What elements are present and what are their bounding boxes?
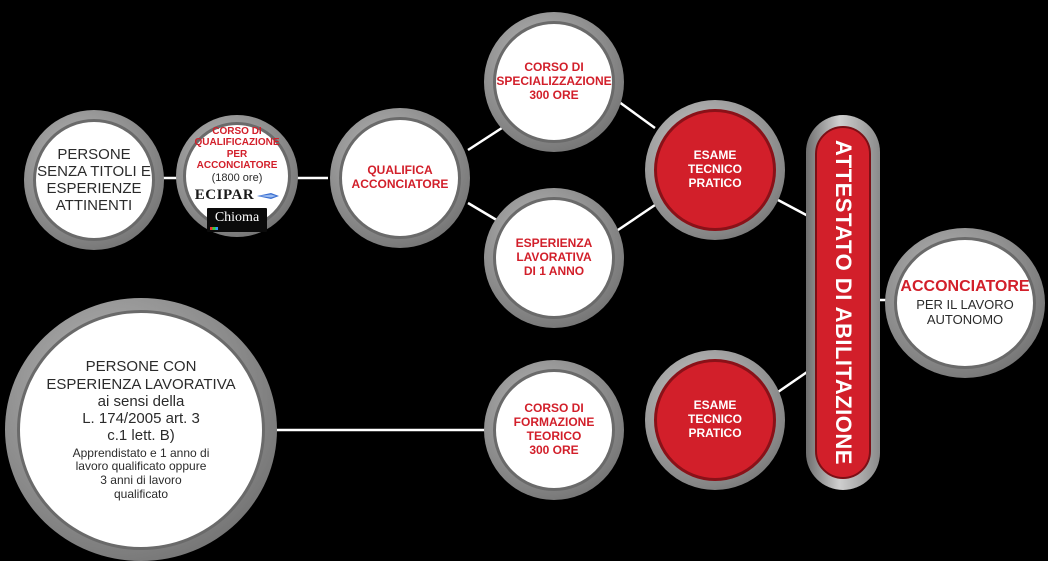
node-text: L. 174/2005 art. 3 [82,410,200,428]
chioma-logo: Chioma [206,208,268,233]
node-qualifica-acconciatore: QUALIFICA ACCONCIATORE [330,108,470,248]
node-text: TEORICO [526,429,582,443]
node-text: ESPERIENZE [46,180,142,197]
node-text: TECNICO [688,162,742,177]
connector [614,97,656,130]
node-esame-tecnico-pratico-2: ESAME TECNICO PRATICO [645,350,785,490]
node-small-text: qualificato [113,486,169,501]
node-text: QUALIFICA [367,163,433,178]
node-text: PERSONE [57,145,131,163]
node-corso-formazione: CORSO DI FORMAZIONE TEORICO 300 ORE [484,360,624,500]
attestato-label: ATTESTATO DI ABILITAZIONE [831,140,856,465]
node-title: ACCONCIATORE [900,277,1030,295]
node-text: ESPERIENZA LAVORATIVA [46,375,236,393]
node-text: ACCONCIATORE [351,177,449,191]
node-text: PER IL LAVORO [916,297,1014,313]
node-text: CORSO DI [212,125,262,137]
node-text: ESAME [693,148,737,163]
connector [777,368,811,394]
node-text: CORSO DI [524,60,584,75]
chioma-color-dots-icon [209,227,218,231]
node-small-text: 3 anni di lavoro [100,473,182,488]
node-text: DI 1 ANNO [523,263,585,278]
node-text: PRATICO [688,175,742,190]
node-text: ESPERIENZA [515,236,593,251]
node-corso-qualificazione: CORSO DI QUALIFICAZIONE PER ACCONCIATORE… [176,115,298,237]
node-text: ai sensi della [97,392,185,410]
connector [777,198,811,219]
ecipar-logo: ECIPAR [194,187,280,204]
ecipar-logo-text: ECIPAR [194,187,255,204]
node-text: 300 ORE [529,442,579,457]
attestato-di-abilitazione-bar: ATTESTATO DI ABILITAZIONE [806,115,880,490]
node-text: SPECIALIZZAZIONE [496,74,612,89]
hours-text: (1800 ore) [211,171,263,184]
node-text: PERSONE CON [85,358,197,376]
node-esperienza-lavorativa: ESPERIENZA LAVORATIVA DI 1 ANNO [484,188,624,328]
attestato-bar-fill: ATTESTATO DI ABILITAZIONE [815,126,871,479]
node-esame-tecnico-pratico-1: ESAME TECNICO PRATICO [645,100,785,240]
node-text: AUTONOMO [926,312,1004,328]
node-text: 300 ORE [529,87,579,102]
connector [467,124,506,152]
node-small-text: lavoro qualificato oppure [75,459,207,474]
chioma-logo-text: Chioma [214,210,260,226]
node-text: PER ACCONCIATORE [196,148,278,172]
node-text: CORSO DI [524,401,584,416]
node-text: c.1 lett. B) [107,427,175,445]
node-text: LAVORATIVA [516,250,592,265]
node-persone-con-esperienza: PERSONE CON ESPERIENZA LAVORATIVA ai sen… [5,298,277,561]
node-text: FORMAZIONE [513,415,595,430]
node-small-text: Apprendistato e 1 anno di [72,445,210,460]
node-text: ESAME [693,398,737,413]
node-text: ATTINENTI [55,197,133,215]
node-corso-specializzazione: CORSO DI SPECIALIZZAZIONE 300 ORE [484,12,624,152]
node-persone-senza-titoli: PERSONE SENZA TITOLI E ESPERIENZE ATTINE… [24,110,164,250]
node-text: PRATICO [688,425,742,440]
node-text: SENZA TITOLI E [37,162,151,180]
node-acconciatore: ACCONCIATORE PER IL LAVORO AUTONOMO [885,228,1045,378]
node-text: TECNICO [688,412,742,427]
connector [614,203,656,234]
ecipar-wing-icon [257,192,280,199]
node-text: QUALIFICAZIONE [194,137,280,149]
